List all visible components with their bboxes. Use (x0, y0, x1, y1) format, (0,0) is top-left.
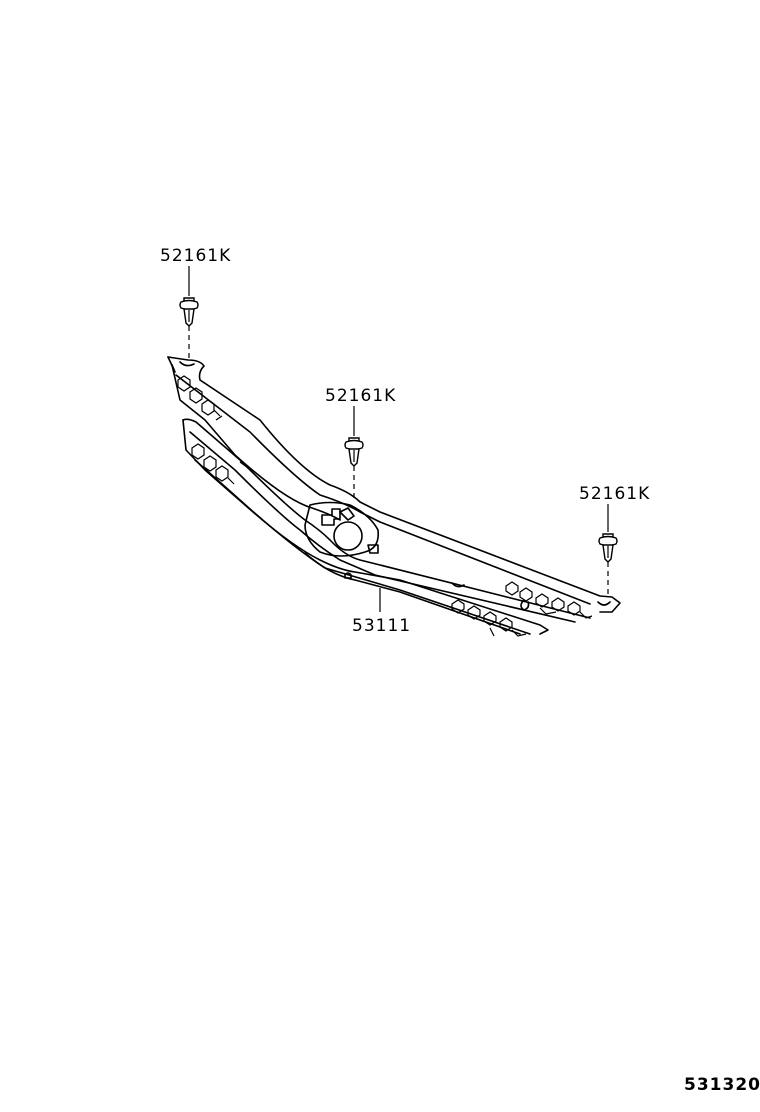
clip-icon-right[interactable] (598, 533, 618, 563)
part-label-clip-left[interactable]: 52161K (160, 246, 232, 266)
clip-icon-center[interactable] (344, 437, 364, 467)
diagram-reference-code: 531320 (684, 1075, 760, 1095)
part-label-grille[interactable]: 53111 (352, 616, 412, 636)
part-label-clip-center[interactable]: 52161K (325, 386, 397, 406)
clip-icon-left[interactable] (179, 297, 199, 327)
leader-lines (188, 266, 609, 612)
install-guide-lines (188, 326, 609, 598)
part-label-clip-right[interactable]: 52161K (579, 484, 651, 504)
grille-icon[interactable] (167, 356, 621, 637)
